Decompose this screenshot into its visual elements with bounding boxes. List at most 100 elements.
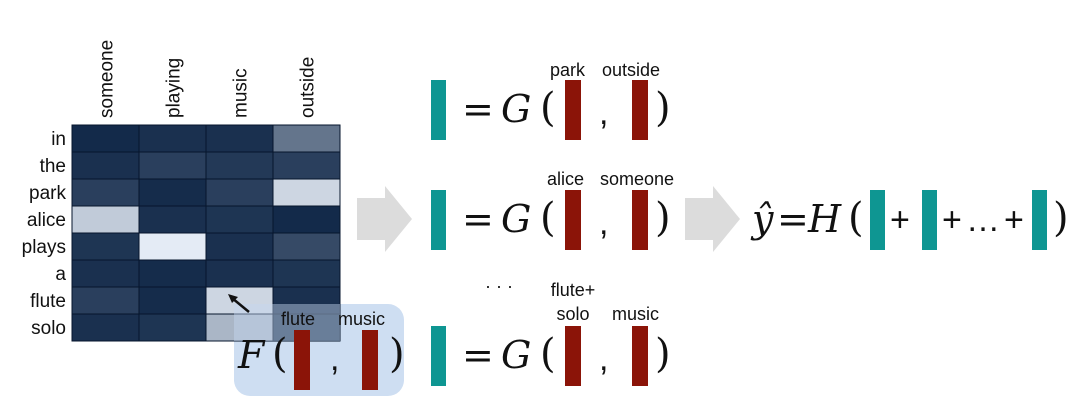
output-expression: ŷ = H ( + + … + ) (750, 190, 1069, 250)
output-teal-vector-2 (922, 190, 937, 250)
big-arrow-1 (357, 186, 412, 252)
eq2-red-vector-1 (565, 190, 581, 250)
f-function: F (237, 333, 266, 377)
heatmap-cell (205, 178, 274, 207)
f-red-vector-2 (362, 330, 378, 390)
eq2-label-2: someone (600, 169, 674, 189)
heatmap-cell (272, 286, 341, 315)
eq2-label-1: alice (547, 169, 584, 189)
f-open-paren: ( (272, 331, 288, 377)
f-red-vector-1 (294, 330, 310, 390)
eq2-comma: , (599, 204, 608, 242)
output-teal-vector-1 (870, 190, 885, 250)
eq2-function: G (501, 197, 531, 241)
heatmap-cell (205, 151, 274, 180)
column-label: outside (298, 57, 319, 118)
heatmap-cell (138, 178, 207, 207)
big-arrow-2 (685, 186, 740, 252)
eq3-label-1: flute+solo (551, 280, 596, 324)
heatmap-cell (272, 205, 341, 234)
eq1-function: G (501, 87, 531, 131)
heatmap-cell (272, 178, 341, 207)
eq3-teal-vector (431, 326, 446, 386)
heatmap-cell (138, 232, 207, 261)
heatmap-cell (71, 286, 140, 315)
column-labels: someone playing music outside (97, 40, 319, 118)
heatmap-cell (71, 178, 140, 207)
eq3-red-vector-2 (632, 326, 648, 386)
eq1-label-2: outside (602, 60, 660, 80)
heatmap-cell (272, 151, 341, 180)
row-label: the (40, 156, 66, 177)
heatmap-cell (138, 124, 207, 153)
row-label: solo (31, 318, 66, 339)
eq3-function: G (501, 333, 531, 377)
eq2-open-paren: ( (540, 195, 556, 241)
heatmap-cell (138, 259, 207, 288)
eq3-close-paren: ) (655, 331, 671, 377)
output-plus-3: + (1004, 201, 1024, 239)
f-label-1: flute (281, 309, 315, 329)
eq1-close-paren: ) (655, 85, 671, 131)
eq1-red-vector-2 (632, 80, 648, 140)
row-label: park (29, 183, 66, 204)
column-label: playing (164, 58, 185, 118)
eq3-label-2: music (612, 304, 659, 324)
column-label: someone (97, 40, 118, 118)
row-label: in (51, 129, 66, 150)
f-label-2: music (338, 309, 385, 329)
heatmap-cell (71, 232, 140, 261)
eq3-comma: , (599, 340, 608, 378)
eq2-red-vector-2 (632, 190, 648, 250)
output-open-paren: ( (848, 195, 864, 241)
heatmap-cell (71, 205, 140, 234)
column-label: music (231, 68, 252, 118)
f-close-paren: ) (389, 331, 405, 377)
output-teal-vector-3 (1032, 190, 1047, 250)
pointer-arrow (228, 294, 250, 313)
output-plus-2: + (942, 201, 962, 239)
heatmap-cell (205, 259, 274, 288)
heatmap-cell (272, 259, 341, 288)
eq1-open-paren: ( (540, 85, 556, 131)
equation-2: = G ( , ) alice someone (431, 169, 674, 250)
ellipsis: · · · (485, 276, 513, 296)
output-dots: … (966, 201, 1000, 239)
eq1-label-1: park (550, 60, 586, 80)
eq1-equals: = (462, 87, 494, 131)
heatmap-cell (71, 313, 140, 342)
heatmap-cell (138, 313, 207, 342)
heatmap-cell (205, 313, 274, 342)
output-function: H (807, 197, 842, 241)
heatmap-cell (205, 205, 274, 234)
f-comma: , (330, 340, 339, 378)
heatmap-cell (71, 259, 140, 288)
f-expression: F ( , ) flute music (237, 309, 405, 390)
heatmap-cell (205, 124, 274, 153)
heatmap-cell (71, 124, 140, 153)
eq1-comma: , (599, 94, 608, 132)
eq2-equals: = (462, 197, 494, 241)
f-highlight-overlay (234, 304, 340, 341)
heatmap-cell (138, 205, 207, 234)
eq1-teal-vector (431, 80, 446, 140)
row-label: a (55, 264, 66, 285)
equation-1: = G ( , ) park outside (431, 60, 671, 140)
heatmap-cell (205, 232, 274, 261)
eq3-red-vector-1 (565, 326, 581, 386)
heatmap-cell (138, 286, 207, 315)
heatmap-cell (205, 286, 274, 315)
row-label: flute (30, 291, 66, 312)
output-equals: = (777, 197, 809, 241)
eq2-close-paren: ) (655, 195, 671, 241)
eq1-red-vector-1 (565, 80, 581, 140)
row-label: plays (22, 237, 66, 258)
heatmap-cell (272, 232, 341, 261)
heatmap-cell (71, 151, 140, 180)
output-yhat: ŷ (750, 197, 774, 241)
eq3-equals: = (462, 333, 494, 377)
output-plus-1: + (890, 201, 910, 239)
heatmap-cell (272, 124, 341, 153)
